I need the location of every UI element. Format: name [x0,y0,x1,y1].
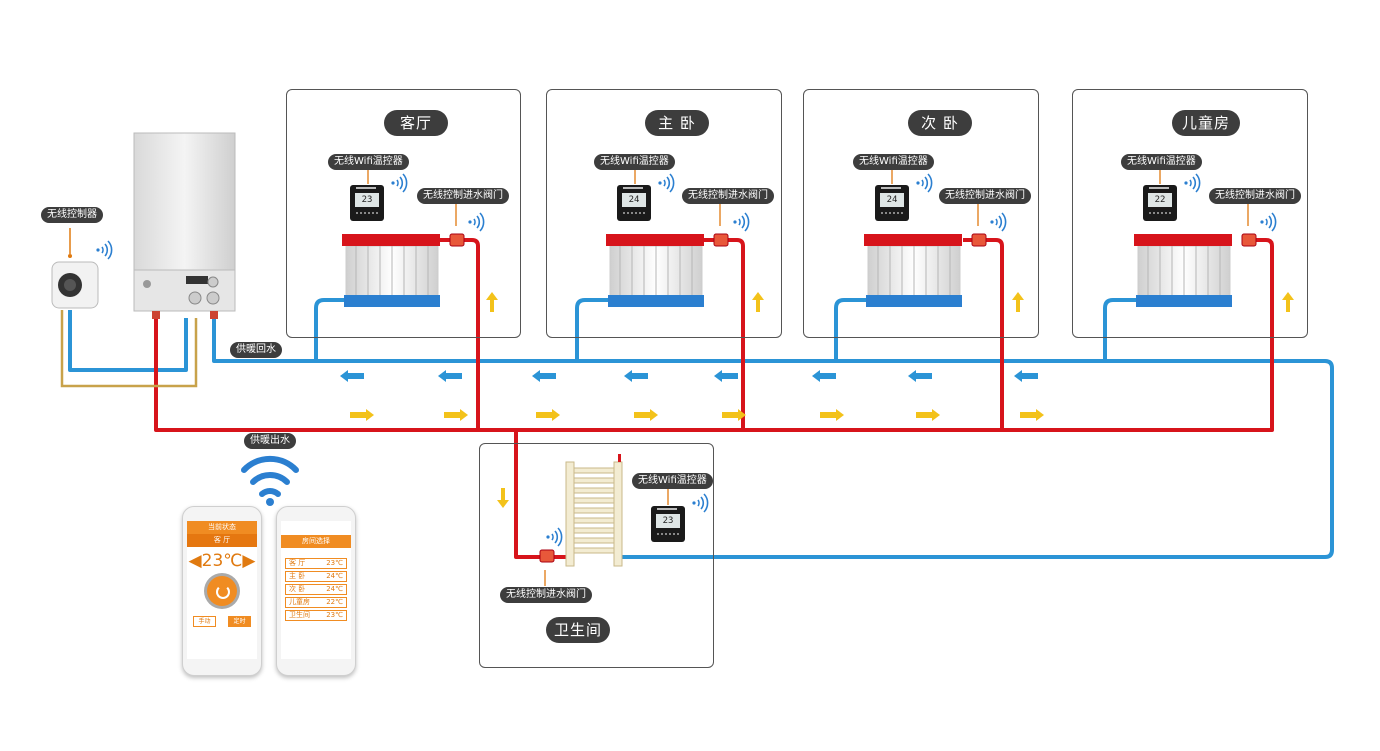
thermostat-label-master: 无线Wifi温控器 [594,154,675,170]
thermostat-buttons-icon [881,212,903,217]
boiler [133,132,236,319]
temp-increase-icon[interactable]: ▶ [242,551,256,571]
thermostat-logo-icon [1149,187,1169,193]
valve-label-living: 无线控制进水阀门 [417,188,509,204]
thermostat-buttons-icon [356,212,378,217]
thermostat-label-second: 无线Wifi温控器 [853,154,934,170]
thermostat-display: 23 [355,193,379,207]
app-temperature: ◀23℃▶ [187,551,257,571]
app-room-select-header: 房间选择 [281,535,351,548]
thermostat-buttons-icon [623,212,645,217]
app-header: 当前状态 [187,521,257,534]
valve-label-bath: 无线控制进水阀门 [500,587,592,603]
thermostat-logo-icon [881,187,901,193]
thermostat-logo-icon [356,187,376,193]
thermostat-buttons-icon [1149,212,1171,217]
timer-mode-button[interactable]: 定时 [228,616,251,627]
room-title-bath: 卫生间 [546,617,610,643]
radiator-kids [1134,234,1232,307]
valve-icons [449,233,1257,563]
wireless-controller-device [51,261,99,309]
thermostat-label-living: 无线Wifi温控器 [328,154,409,170]
thermostat-display: 22 [1148,193,1172,207]
temp-decrease-icon[interactable]: ◀ [188,551,202,571]
thermostat-display: 24 [622,193,646,207]
thermostat-master: 24 [617,185,651,221]
phone-status: 当前状态 客 厅 ◀23℃▶ 手动 定时 [182,506,262,676]
thermostat-kids: 22 [1143,185,1177,221]
thermostat-logo-icon [657,508,677,514]
room-title-kids: 儿童房 [1172,110,1240,136]
thermostat-living: 23 [350,185,384,221]
supply-flow-arrows [350,409,1044,421]
manual-mode-button[interactable]: 手动 [193,616,216,627]
room-title-master: 主 卧 [645,110,709,136]
controller-label: 无线控制器 [41,207,103,223]
room-second [803,89,1039,338]
room-title-second: 次 卧 [908,110,972,136]
thermostat-label-kids: 无线Wifi温控器 [1121,154,1202,170]
towel-radiator [565,454,623,567]
thermostat-bath: 23 [651,506,685,542]
return-water-label: 供暖回水 [230,342,282,358]
controller-wire [60,310,198,388]
room-bath [479,443,714,668]
valve-label-second: 无线控制进水阀门 [939,188,1031,204]
room-master [546,89,782,338]
return-flow-arrows [340,370,1038,382]
thermostat-buttons-icon [657,533,679,538]
return-pipe [68,298,1334,559]
thermostat-display: 23 [656,514,680,528]
room-title-living: 客厅 [384,110,448,136]
app-temperature-value: 23℃ [201,551,243,571]
room-kids [1072,89,1308,338]
valve-label-kids: 无线控制进水阀门 [1209,188,1301,204]
pointer-lines [367,170,1249,586]
thermostat-label-bath: 无线Wifi温控器 [632,473,713,489]
wifi-icon [241,455,299,506]
room-living [286,89,521,338]
app-room-name[interactable]: 客 厅 [187,534,257,547]
radiator-master [606,234,704,307]
supply-pipe [154,238,1274,559]
radiator-living [342,234,440,307]
phone-status-screen: 当前状态 客 厅 ◀23℃▶ 手动 定时 [187,521,257,659]
supply-water-label: 供暖出水 [244,433,296,449]
thermostat-second: 24 [875,185,909,221]
thermostat-logo-icon [623,187,643,193]
power-icon[interactable] [207,576,237,606]
radiator-second [864,234,962,307]
thermostat-display: 24 [880,193,904,207]
valve-label-master: 无线控制进水阀门 [682,188,774,204]
